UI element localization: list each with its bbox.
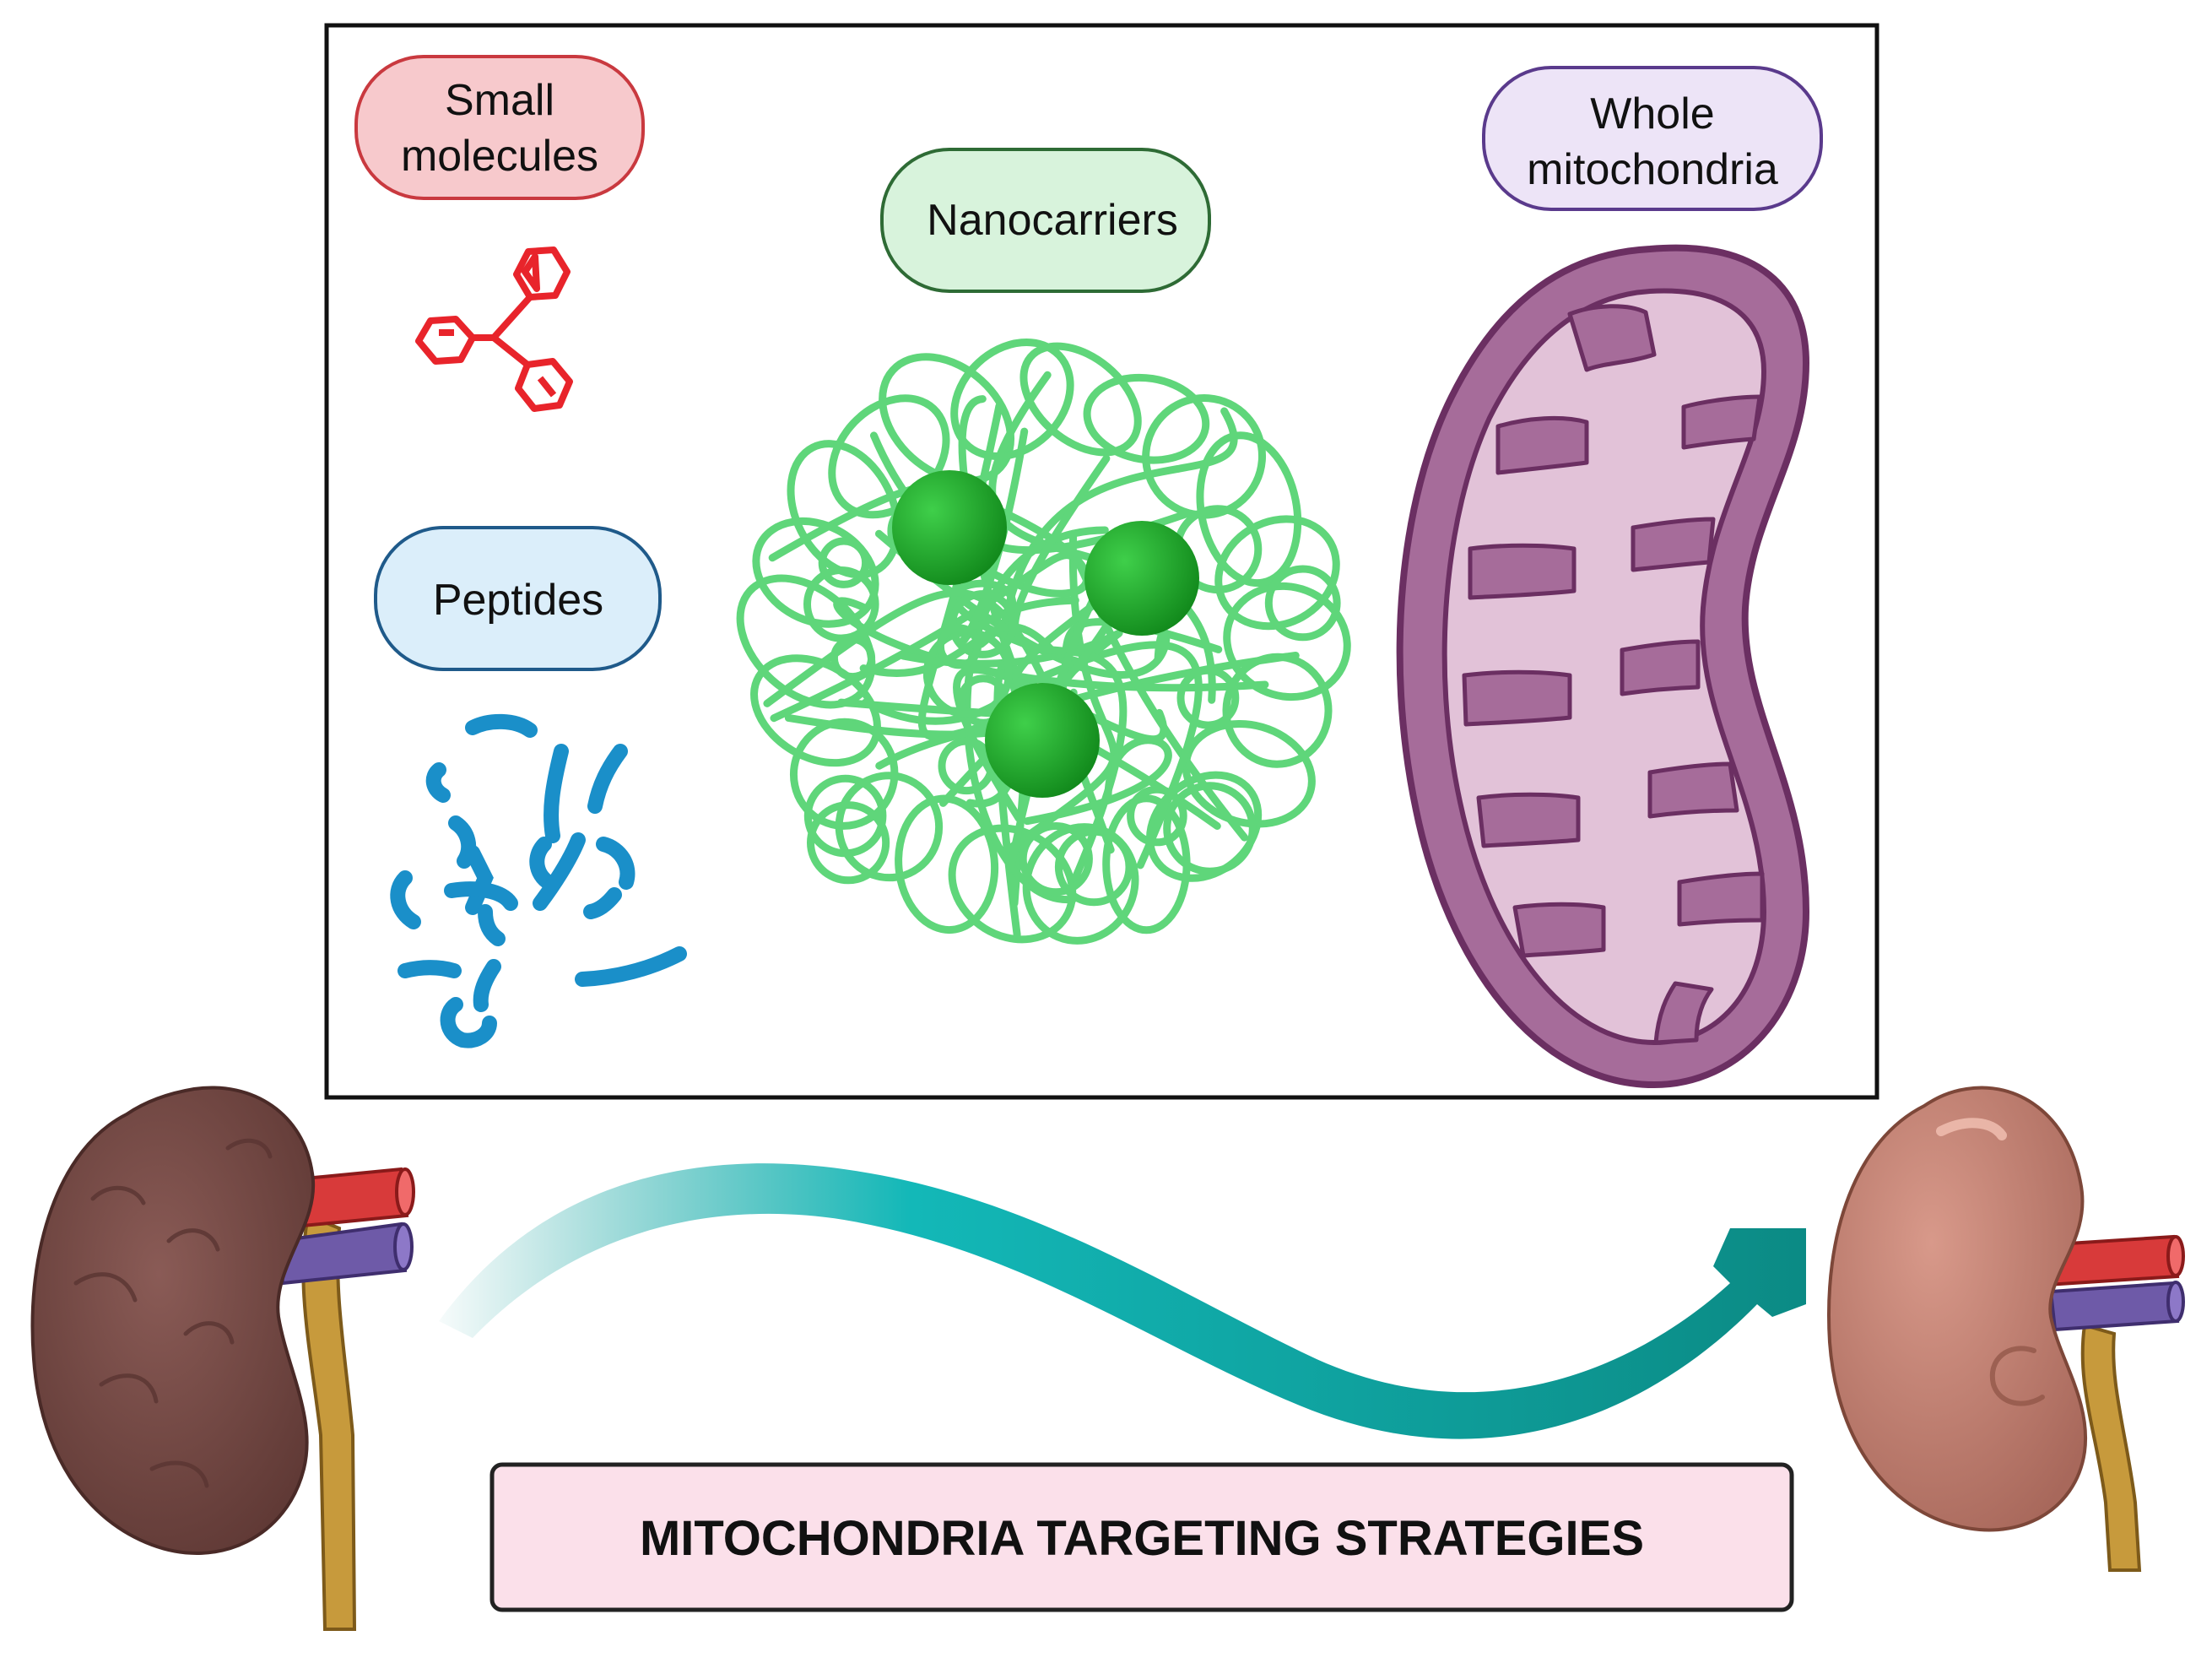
polymer-strand-loop: [787, 440, 901, 579]
small-molecules-pill: [356, 57, 643, 198]
peptides-label: Peptides: [433, 576, 603, 625]
polymer-strand-loop: [752, 517, 879, 628]
polymer-strand-curl: [803, 566, 879, 642]
title-banner-box: [492, 1465, 1792, 1610]
whole-mitochondria-pill: [1484, 68, 1821, 209]
polymer-strand-curl: [803, 774, 887, 858]
polymer-strand-loop: [895, 794, 999, 934]
small-molecules-label-line2: molecules: [401, 132, 598, 181]
small-molecules-group: Small molecules: [354, 55, 645, 412]
whole-mitochondria-label-line2: mitochondria: [1527, 145, 1778, 194]
damaged-kidney-icon: [30, 1086, 415, 1631]
healthy-kidney-icon: [1827, 1086, 2185, 1572]
nanocarrier-bead: [1084, 521, 1199, 636]
nanocarriers-pill: [882, 149, 1209, 291]
polymer-strand-curl: [807, 801, 890, 885]
nanocarrier-bead: [985, 683, 1100, 798]
whole-mitochondria-label-line1: Whole: [1590, 89, 1714, 138]
polymer-strand: [1011, 454, 1128, 883]
polymer-strand-curl: [1019, 822, 1093, 897]
whole-mitochondria-group: Whole mitochondria: [1396, 66, 1823, 1089]
small-molecules-pill-border: [354, 55, 645, 200]
polymer-strand: [988, 371, 1216, 704]
polymer-strand-curl: [1163, 782, 1257, 875]
peptides-pill: [376, 528, 660, 669]
nanocarriers-group: Nanocarriers: [736, 148, 1351, 945]
mitochondrion-icon: [1396, 244, 1810, 1089]
polymer-strand-loop: [1223, 582, 1351, 701]
polymer-strand-curl: [1054, 827, 1133, 907]
polymer-strand-curl: [830, 635, 876, 681]
polymer-strand-loop: [789, 718, 899, 830]
peptides-pill-border: [374, 526, 662, 671]
polymer-strand-loop: [1142, 394, 1267, 519]
nanocarrier-bead: [892, 470, 1007, 585]
peptides-group: Peptides: [374, 526, 687, 1048]
polymer-strand-loop: [948, 824, 1077, 944]
small-molecules-label-line1: Small: [445, 76, 554, 125]
polymer-strand-curl: [936, 624, 982, 669]
polymer-strand-loop: [1019, 342, 1142, 457]
peptide-chains-icon: [390, 713, 687, 1048]
polymer-strand-loop: [879, 353, 1015, 485]
polymer-strand-curl: [1264, 565, 1341, 642]
nanocarriers-pill-border: [880, 148, 1211, 293]
triphenylphosphonium-molecule-icon: [415, 246, 573, 412]
title-banner-label: MITOCHONDRIA TARGETING STRATEGIES: [640, 1511, 1644, 1566]
title-banner: MITOCHONDRIA TARGETING STRATEGIES: [489, 1462, 1794, 1612]
polymer-strand-curl: [949, 590, 1017, 658]
polymer-strand-loop: [835, 772, 944, 882]
whole-mitochondria-pill-border: [1482, 66, 1823, 211]
polymer-strand-curl: [1127, 785, 1187, 847]
title-banner-border: [489, 1462, 1794, 1612]
polymer-strand-loop: [1083, 373, 1210, 464]
polymer-strand-curl: [818, 537, 870, 588]
nanocarriers-label: Nanocarriers: [927, 196, 1178, 245]
progress-arrow: [439, 1163, 1806, 1439]
polymer-strand-curl: [1176, 666, 1240, 729]
